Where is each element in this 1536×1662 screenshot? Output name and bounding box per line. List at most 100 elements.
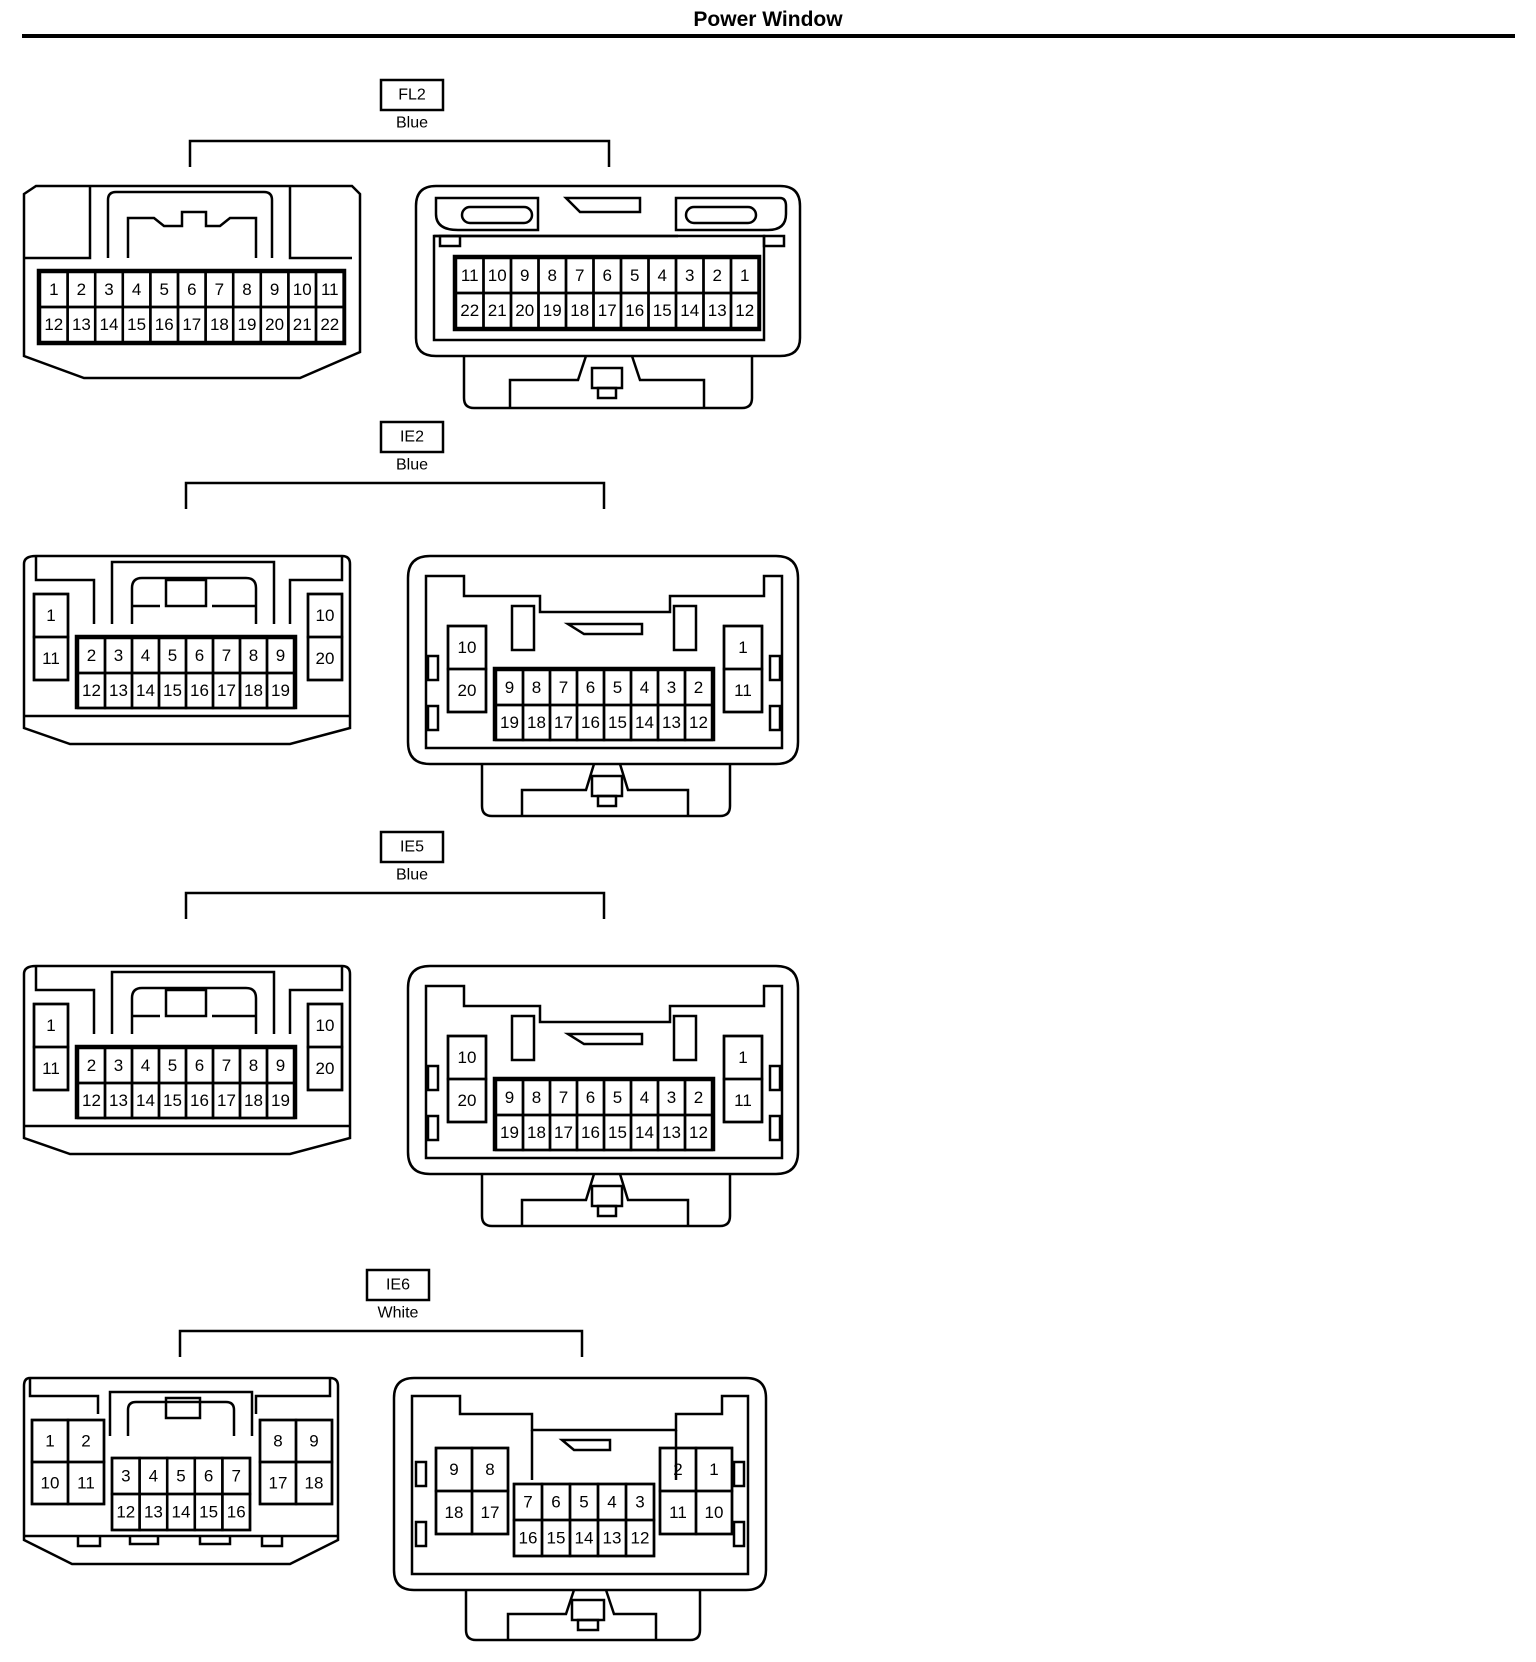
pin-number: 7 xyxy=(559,678,568,697)
pin-number: 17 xyxy=(217,1091,236,1110)
pin-number: 8 xyxy=(273,1432,282,1451)
pin-number: 14 xyxy=(635,713,654,732)
housing-detail xyxy=(24,186,92,260)
connector-code-box xyxy=(379,420,445,454)
pin-column: 111 xyxy=(722,1034,764,1124)
pin-block xyxy=(36,268,347,346)
pin-number: 1 xyxy=(49,280,58,299)
connector-color: Blue xyxy=(396,867,428,884)
pin-number: 16 xyxy=(625,301,644,320)
pin-number: 3 xyxy=(114,646,123,665)
pin-number: 13 xyxy=(708,301,727,320)
connector-bracket xyxy=(184,891,606,919)
lock-base xyxy=(480,1174,732,1228)
pin-number: 20 xyxy=(458,1091,477,1110)
pin-number: 8 xyxy=(242,280,251,299)
pin-number: 15 xyxy=(163,681,182,700)
connector-color: White xyxy=(378,1305,419,1322)
key-notch xyxy=(768,1114,782,1142)
pin-number: 13 xyxy=(109,1091,128,1110)
pin-number: 3 xyxy=(114,1056,123,1075)
connector-bracket xyxy=(178,1329,584,1357)
housing-outline xyxy=(392,1376,768,1592)
connector-color: Blue xyxy=(396,457,428,474)
lock-tab xyxy=(590,366,624,390)
housing-outline xyxy=(22,964,352,1156)
lock-detail xyxy=(508,355,706,408)
pin-number: 17 xyxy=(269,1474,288,1493)
inner-frame xyxy=(432,234,766,342)
pin-cell xyxy=(446,1077,488,1124)
housing-outline xyxy=(22,1376,340,1566)
pin-number: 20 xyxy=(316,649,335,668)
pin-number: 18 xyxy=(527,713,546,732)
housing-outline xyxy=(414,184,802,358)
pin-number: 12 xyxy=(82,681,101,700)
pin-number: 4 xyxy=(149,1467,158,1486)
pin-number: 7 xyxy=(231,1467,240,1486)
pin-number: 20 xyxy=(265,315,284,334)
pin-number: 15 xyxy=(199,1503,218,1522)
housing-detail xyxy=(434,196,540,232)
page-title: Power Window xyxy=(693,8,843,31)
pin-number: 11 xyxy=(669,1503,687,1522)
pin-number: 16 xyxy=(581,1123,600,1142)
pin-number: 10 xyxy=(458,1048,477,1067)
pin-number: 8 xyxy=(485,1460,494,1479)
pin-number: 10 xyxy=(488,266,507,285)
pin-number: 22 xyxy=(460,301,479,320)
pin-number: 9 xyxy=(276,646,285,665)
pin-number: 7 xyxy=(523,1493,532,1512)
pin-cell xyxy=(66,1460,106,1506)
lock-tab xyxy=(596,386,618,400)
pin-number: 13 xyxy=(603,1529,622,1548)
pin-cell xyxy=(306,1045,344,1092)
pin-number: 10 xyxy=(316,606,335,625)
pin-number: 16 xyxy=(227,1503,246,1522)
pin-number: 2 xyxy=(673,1460,682,1479)
pin-number: 17 xyxy=(598,301,617,320)
pin-number: 12 xyxy=(689,713,708,732)
pin-column: 111 xyxy=(32,592,70,682)
pin-number: 15 xyxy=(608,1123,627,1142)
housing-outline xyxy=(406,964,800,1176)
lock-base xyxy=(480,764,732,818)
lock-detail xyxy=(520,763,690,816)
pin-number: 9 xyxy=(276,1056,285,1075)
connector-code-box xyxy=(379,78,445,112)
housing-detail xyxy=(563,1032,644,1046)
key-notch xyxy=(426,1064,440,1092)
lock-tab xyxy=(590,774,624,798)
pin-number: 13 xyxy=(109,681,128,700)
pin-number: 15 xyxy=(127,315,146,334)
latch-tab xyxy=(164,1396,202,1420)
pin-number: 8 xyxy=(532,1088,541,1107)
pin-number: 5 xyxy=(579,1493,588,1512)
pin-number: 16 xyxy=(155,315,174,334)
pin-number: 13 xyxy=(144,1503,163,1522)
housing-outline xyxy=(22,554,352,746)
pin-number: 14 xyxy=(680,301,699,320)
pin-cell xyxy=(722,667,764,714)
lock-tab xyxy=(570,1598,606,1622)
connector-code: IE2 xyxy=(400,429,424,446)
housing-detail xyxy=(674,196,788,232)
pin-number: 19 xyxy=(543,301,562,320)
pin-number: 10 xyxy=(316,1016,335,1035)
pin-number: 10 xyxy=(458,638,477,657)
pin-number: 11 xyxy=(461,266,479,285)
pin-number: 7 xyxy=(222,646,231,665)
pin-number: 2 xyxy=(77,280,86,299)
pin-number: 18 xyxy=(210,315,229,334)
latch-outline xyxy=(108,1390,254,1436)
